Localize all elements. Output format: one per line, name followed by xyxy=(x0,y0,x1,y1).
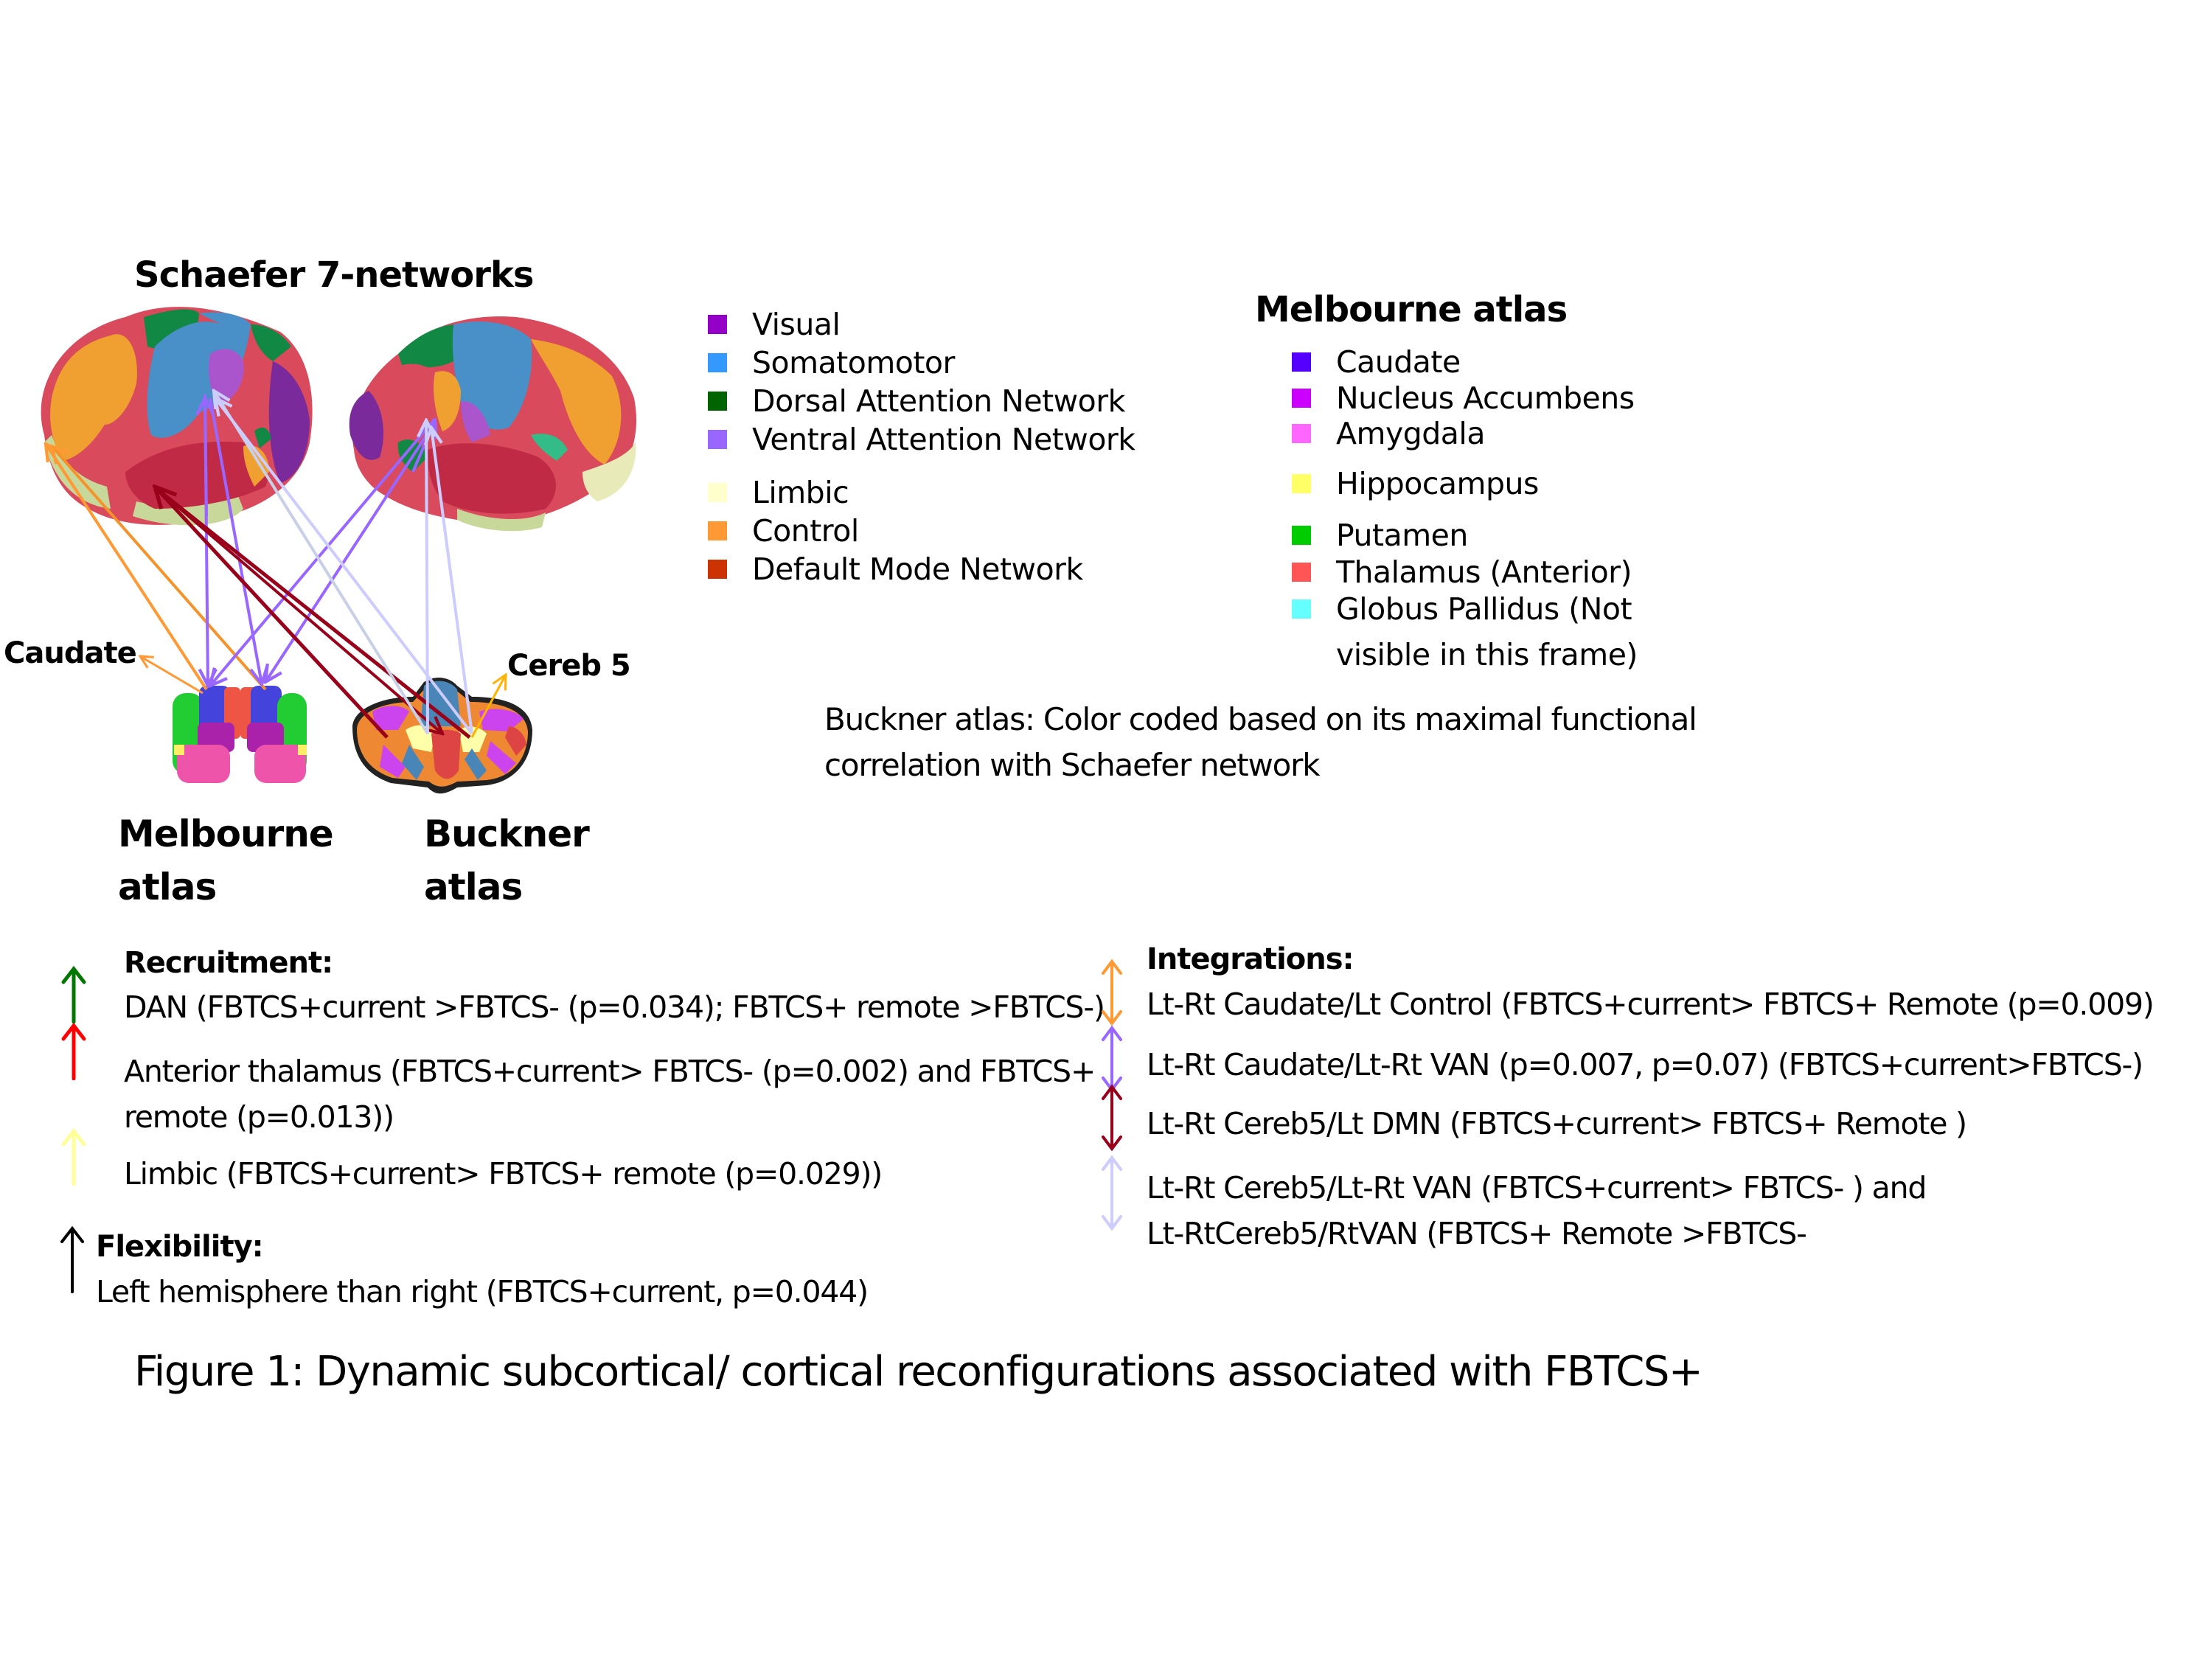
swatch-dan xyxy=(708,392,727,411)
legend-item-amygdala: Amygdala xyxy=(1292,414,1485,453)
left-hemisphere-brain xyxy=(41,307,313,526)
melbourne-label-line1: Melbourne xyxy=(118,813,334,855)
flexibility-heading: Flexibility: xyxy=(96,1230,264,1264)
legend-item-van: Ventral Attention Network xyxy=(708,420,1135,459)
arrow-van-up-left xyxy=(205,398,206,517)
swatch-amygdala xyxy=(1292,424,1311,443)
caudate-label: Caudate xyxy=(4,636,137,670)
legend-item-somatomotor: Somatomotor xyxy=(708,344,955,382)
integration-item-cereb-van: Lt-Rt Cereb5/Lt-Rt VAN (FBTCS+current> F… xyxy=(1147,1165,1927,1256)
arrow-caudate-van-3 xyxy=(210,417,437,686)
up-arrow-icon-black xyxy=(60,1225,84,1293)
legend-item-putamen: Putamen xyxy=(1292,516,1468,554)
legend-item-control: Control xyxy=(708,512,859,550)
integration-item-cereb-van-line2: Lt-RtCereb5/RtVAN (FBTCS+ Remote >FBTCS- xyxy=(1147,1216,1807,1251)
legend-label: Limbic xyxy=(752,475,849,510)
recruitment-item-thalamus-line1: Anterior thalamus (FBTCS+current> FBTCS-… xyxy=(124,1054,1096,1089)
melbourne-label-line2: atlas xyxy=(118,866,217,908)
integrations-heading: Integrations: xyxy=(1147,942,1354,976)
legend-label: Default Mode Network xyxy=(752,552,1083,587)
arrow-cereb-van-2 xyxy=(215,398,473,735)
legend-label: Hippocampus xyxy=(1336,466,1539,501)
recruitment-item-thalamus-line2: remote (p=0.013)) xyxy=(124,1099,394,1135)
buckner-atlas-label: Buckner atlas xyxy=(424,807,590,914)
swatch-limbic xyxy=(708,483,727,502)
swatch-visual xyxy=(708,315,727,334)
arrow-dmn-cereb-down xyxy=(157,489,442,734)
legend-label: Dorsal Attention Network xyxy=(752,383,1125,419)
legend-item-dmn: Default Mode Network xyxy=(708,550,1083,588)
buckner-label-line2: atlas xyxy=(424,866,523,908)
legend-item-hippocampus: Hippocampus xyxy=(1292,465,1539,503)
cereb5-label: Cereb 5 xyxy=(507,649,631,683)
swatch-dmn xyxy=(708,560,727,579)
buckner-note-line2: correlation with Schaefer network xyxy=(824,747,1321,783)
arrow-cereb-label-pointer xyxy=(470,675,506,738)
melbourne-legend-title: Melbourne atlas xyxy=(1255,289,1568,330)
up-arrow-icon-yellow xyxy=(61,1127,86,1186)
recruitment-item-thalamus: Anterior thalamus (FBTCS+current> FBTCS-… xyxy=(124,1048,1096,1140)
swatch-globus-pallidus xyxy=(1292,599,1311,619)
flexibility-text: Left hemisphere than right (FBTCS+curren… xyxy=(96,1274,869,1310)
bidirectional-arrow-icon-lavender xyxy=(1102,1155,1122,1231)
arrow-cereb-dmn-1 xyxy=(155,487,389,739)
legend-label: Thalamus (Anterior) xyxy=(1336,554,1632,590)
swatch-van xyxy=(708,430,727,449)
swatch-hippocampus xyxy=(1292,474,1311,493)
legend-item-limbic: Limbic xyxy=(708,473,849,512)
legend-item-dan: Dorsal Attention Network xyxy=(708,382,1125,420)
recruitment-heading: Recruitment: xyxy=(124,946,333,980)
buckner-note: Buckner atlas: Color coded based on its … xyxy=(824,697,1697,788)
arrow-cereb-van-1 xyxy=(214,391,429,735)
swatch-nucleus-accumbens xyxy=(1292,389,1311,408)
bidirectional-arrow-icon-darkred xyxy=(1102,1084,1122,1152)
connection-arrows xyxy=(46,391,506,739)
legend-item-thalamus: Thalamus (Anterior) xyxy=(1292,553,1632,591)
swatch-caudate xyxy=(1292,352,1311,372)
bidirectional-arrow-icon-purple xyxy=(1102,1025,1122,1093)
swatch-putamen xyxy=(1292,526,1311,545)
integration-item-caudate-control: Lt-Rt Caudate/Lt Control (FBTCS+current>… xyxy=(1147,987,2154,1022)
legend-label: Control xyxy=(752,513,859,549)
arrow-cereb-van-3 xyxy=(426,420,428,734)
legend-label: Nucleus Accumbens xyxy=(1336,380,1635,416)
legend-label: Ventral Attention Network xyxy=(752,422,1135,457)
legend-label: Amygdala xyxy=(1336,416,1485,451)
figure-caption: Figure 1: Dynamic subcortical/ cortical … xyxy=(134,1348,1703,1396)
arrow-cereb-van-4 xyxy=(431,428,473,734)
arrow-caudate-label-pointer xyxy=(140,656,204,695)
legend-label: Visual xyxy=(752,307,841,342)
up-arrow-icon-red xyxy=(61,1022,86,1080)
right-hemisphere-brain xyxy=(349,316,636,532)
integration-item-cereb-dmn: Lt-Rt Cereb5/Lt DMN (FBTCS+current> FBTC… xyxy=(1147,1106,1967,1141)
bidirectional-arrow-icon-orange xyxy=(1102,959,1122,1026)
arrow-caudate-control-1 xyxy=(46,444,208,691)
legend-label: Putamen xyxy=(1336,518,1468,553)
recruitment-item-dan: DAN (FBTCS+current >FBTCS- (p=0.034); FB… xyxy=(124,990,1105,1025)
schaefer-title: Schaefer 7-networks xyxy=(134,254,534,296)
recruitment-item-limbic: Limbic (FBTCS+current> FBTCS+ remote (p=… xyxy=(124,1156,883,1192)
legend-label: Globus Pallidus (Not xyxy=(1336,591,1632,627)
integration-item-caudate-van: Lt-Rt Caudate/Lt-Rt VAN (p=0.007, p=0.07… xyxy=(1147,1047,2143,1082)
buckner-label-line1: Buckner xyxy=(424,813,590,855)
buckner-note-line1: Buckner atlas: Color coded based on its … xyxy=(824,701,1697,737)
arrow-caudate-control-2 xyxy=(52,446,267,691)
melbourne-subcortical-image xyxy=(173,686,307,783)
legend-item-nucleus-accumbens: Nucleus Accumbens xyxy=(1292,379,1635,417)
legend-item-visual: Visual xyxy=(708,305,841,344)
arrow-caudate-van-4 xyxy=(265,426,433,682)
legend-label: Somatomotor xyxy=(752,345,955,380)
up-arrow-icon-green xyxy=(61,965,86,1023)
legend-item-caudate: Caudate xyxy=(1292,343,1461,381)
legend-item-globus-pallidus: Globus Pallidus (Not xyxy=(1292,590,1632,628)
swatch-thalamus xyxy=(1292,563,1311,582)
swatch-somatomotor xyxy=(708,353,727,372)
swatch-control xyxy=(708,521,727,540)
globus-pallidus-continuation: visible in this frame) xyxy=(1336,637,1638,672)
integration-item-cereb-van-line1: Lt-Rt Cereb5/Lt-Rt VAN (FBTCS+current> F… xyxy=(1147,1170,1927,1206)
legend-label: Caudate xyxy=(1336,344,1461,380)
melbourne-atlas-label: Melbourne atlas xyxy=(118,807,334,914)
arrow-cereb-dmn-2 xyxy=(157,489,471,739)
